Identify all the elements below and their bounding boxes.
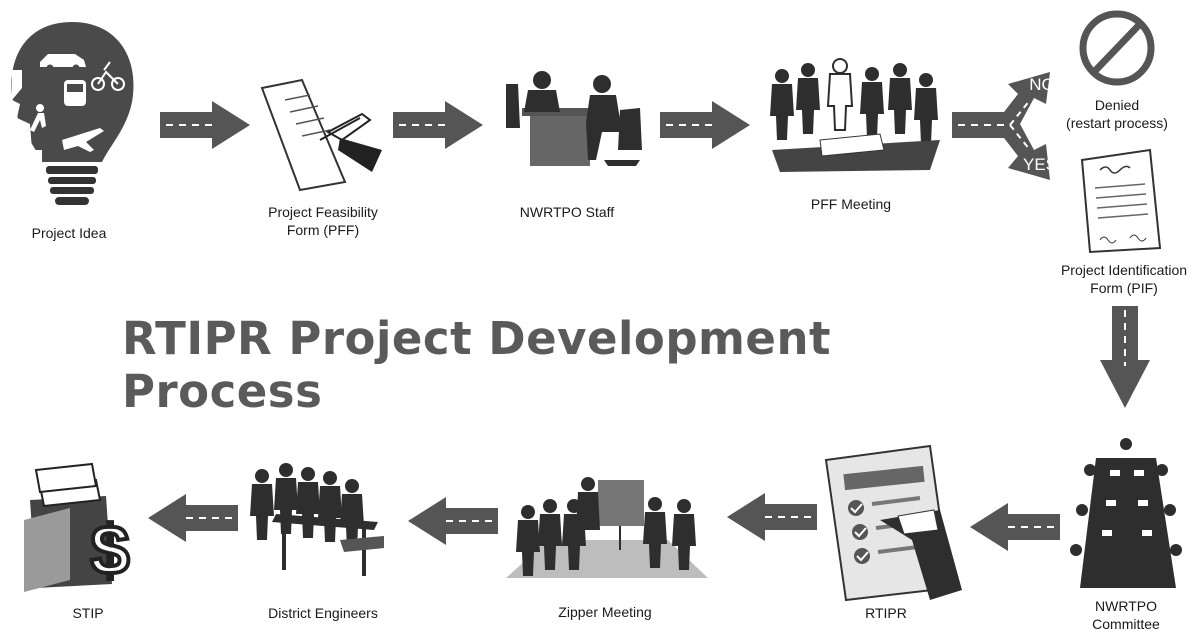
form-document-icon — [1080, 148, 1162, 254]
conference-table-icon — [1070, 438, 1182, 588]
step-district: District Engineers — [268, 605, 378, 621]
fork-arrow: NO YES — [952, 72, 1057, 180]
arrow-right-1 — [159, 100, 251, 150]
step-stip: STIP — [72, 605, 104, 621]
arrow-left-4 — [147, 493, 239, 543]
step-pff: Project Feasibility Form (PFF) — [268, 204, 378, 238]
arrow-right-3 — [659, 100, 751, 150]
money-wallet-icon: $ — [24, 462, 131, 592]
step-zipper: Zipper Meeting — [558, 604, 652, 620]
svg-text:$: $ — [91, 511, 130, 589]
arrow-down — [1100, 306, 1150, 408]
arrow-right-2 — [392, 100, 484, 150]
presentation-icon — [506, 477, 708, 578]
fork-yes-label: YES — [1023, 155, 1057, 174]
checklist-icon — [824, 444, 962, 602]
meeting-icon — [770, 58, 940, 172]
step-committee: NWRTPO Committee — [1092, 598, 1160, 632]
step-denied: Denied (restart process) — [1066, 97, 1168, 131]
arrow-left-1 — [969, 502, 1061, 552]
no-sign-icon — [1079, 10, 1155, 86]
arrow-left-2 — [726, 492, 818, 542]
step-project-idea: Project Idea — [31, 225, 107, 241]
step-rtipr: RTIPR — [865, 605, 907, 621]
document-sign-icon — [260, 78, 382, 192]
step-pff-meeting: PFF Meeting — [810, 196, 892, 212]
fork-no-label: NO — [1029, 75, 1055, 94]
arrow-left-3 — [407, 496, 499, 546]
office-desk-icon — [506, 71, 642, 166]
step-pif: Project Identification Form (PIF) — [1060, 262, 1188, 296]
lightbulb-icon — [11, 22, 134, 205]
step-staff: NWRTPO Staff — [519, 204, 615, 220]
engineers-icon — [250, 463, 384, 576]
diagram-title: RTIPR Project Development Process — [122, 312, 831, 418]
